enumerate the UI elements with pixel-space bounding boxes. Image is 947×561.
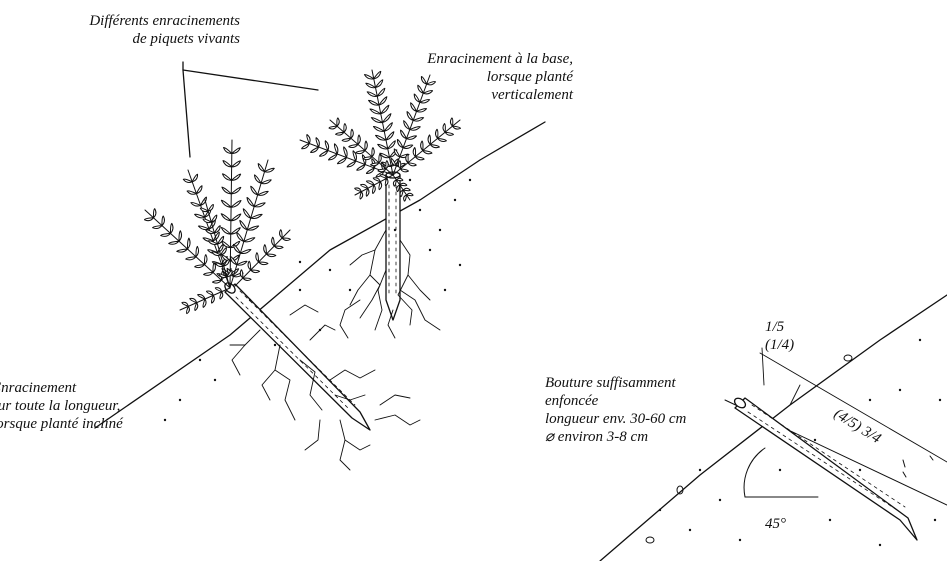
soil-dot [869,399,871,401]
angle-arc [744,448,765,497]
label-fraction-top: 1/5 (1/4) [765,318,805,354]
label-line: verticalement [355,86,573,104]
soil-dot [829,519,831,521]
soil-dot [934,519,936,521]
pointer-line-left [183,62,190,157]
vertical-stake [386,172,400,320]
frond [235,230,290,286]
inclined-stake [223,281,370,430]
soil-dot [329,269,331,271]
soil-dot [659,509,661,511]
soil-dot [394,229,396,231]
label-line: de piquets vivants [30,30,240,48]
soil-dot [299,261,301,263]
label-full-length-rooting: Enracinement sur toute la longueur, lors… [0,379,182,433]
soil-dot [249,299,251,301]
soil-dot [199,359,201,361]
frond [144,209,230,288]
soil-dot [739,539,741,541]
soil-dot [919,339,921,341]
label-line: sur toute la longueur, [0,397,182,415]
label-angle: 45° [765,515,786,533]
dimension-line-right [760,353,947,462]
soil-dot [469,179,471,181]
label-line: lorsque planté incliné [0,415,182,433]
soil-dot [319,329,321,331]
cutting-stake [733,396,917,540]
label-line: 1/5 [765,318,805,336]
dimension-tick-1 [762,348,764,385]
soil-dot [859,469,861,471]
soil-dot [899,389,901,391]
soil-dot [439,229,441,231]
soil-dot [349,289,351,291]
frond [180,288,230,314]
label-line: enfoncée [545,392,725,410]
label-line: lorsque planté [355,68,573,86]
soil-dot [459,264,461,266]
soil-dot [879,544,881,546]
label-line: (1/4) [765,336,805,354]
label-line: ⌀ environ 3-8 cm [545,428,725,446]
soil-dot [689,529,691,531]
label-line: Différents enracinements [30,12,240,30]
soil-dot [409,179,411,181]
soil-dot [419,209,421,211]
label-line: longueur env. 30-60 cm [545,410,725,428]
label-line: Enracinement [0,379,182,397]
soil-dot [299,289,301,291]
soil-dot [274,344,276,346]
label-base-rooting: Enracinement à la base, lorsque planté v… [355,50,573,104]
label-line: Bouture suffisamment [545,374,725,392]
soil-dot [444,289,446,291]
soil-dot [699,469,701,471]
soil-dot [939,399,941,401]
label-different-rooting: Différents enracinements de piquets viva… [30,12,240,48]
label-cutting-spec: Bouture suffisamment enfoncée longueur e… [545,374,725,446]
pointer-line-right [183,70,318,90]
soil-dot [779,469,781,471]
soil-dot [454,199,456,201]
label-line: Enracinement à la base, [355,50,573,68]
soil-dot [719,499,721,501]
soil-dot [814,439,816,441]
soil-dot [214,379,216,381]
soil-dot [429,249,431,251]
